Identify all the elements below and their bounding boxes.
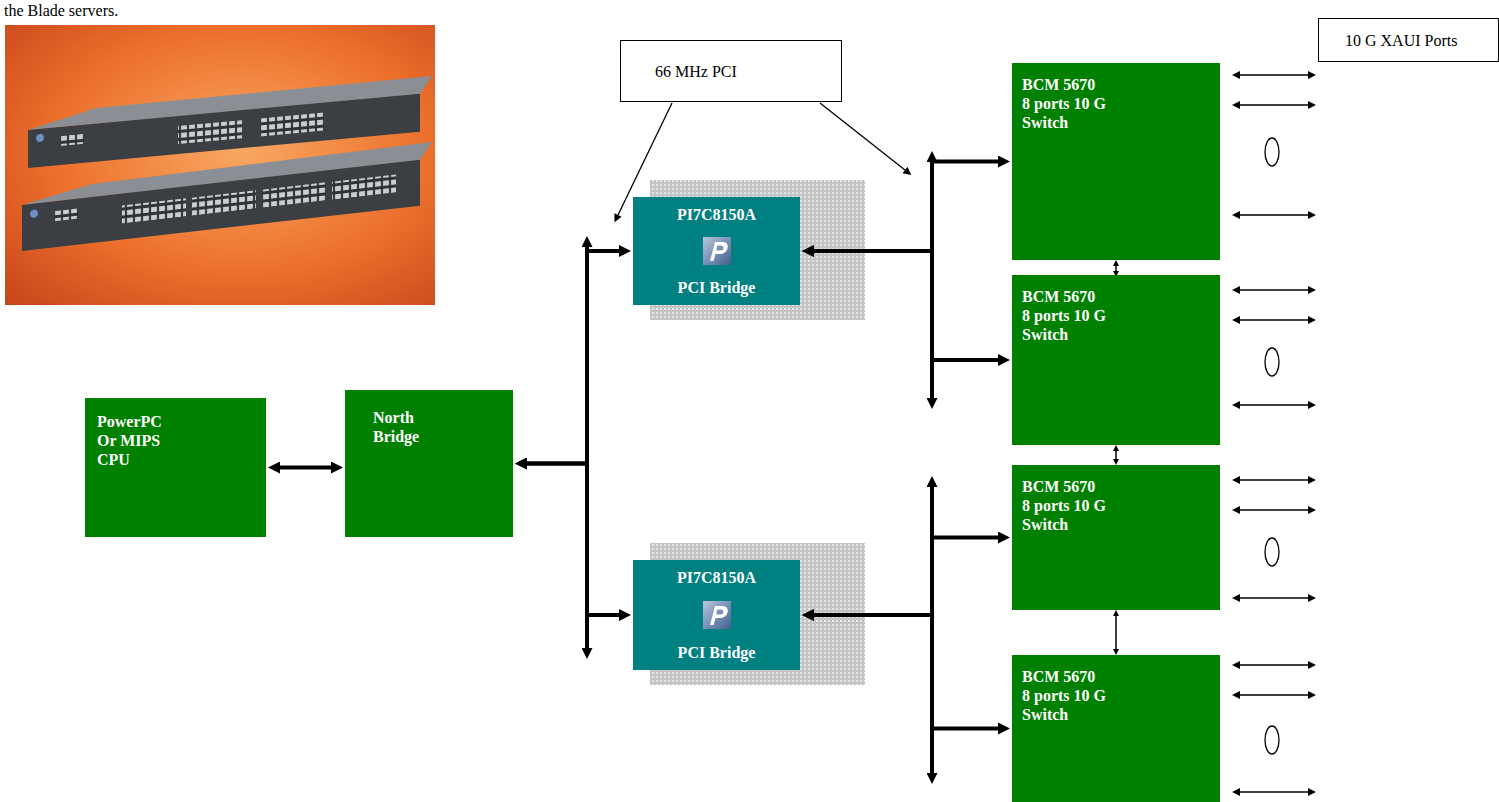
node-text: BCM 5670 8 ports 10 G Switch (1022, 287, 1106, 344)
port-callout-box: 10 G XAUI Ports (1318, 18, 1499, 62)
text-line: Switch (1022, 113, 1106, 132)
port-arrow (1240, 694, 1308, 695)
text-line: Switch (1022, 705, 1106, 724)
text-line: CPU (97, 450, 162, 469)
node-text: 10 G XAUI Ports (1345, 31, 1457, 50)
text-line: 8 ports 10 G (1022, 686, 1106, 705)
xaui-port-arrows (1240, 75, 1308, 792)
switch-unit-panel (28, 94, 420, 168)
pci-bridge-box: PI7C8150A PCI Bridge (633, 560, 800, 670)
node-text: BCM 5670 8 ports 10 G Switch (1022, 477, 1106, 534)
node-text: PCI Bridge (678, 643, 756, 662)
product-photo (5, 25, 435, 305)
switch-port-block (178, 120, 242, 144)
switch-port-block (60, 134, 84, 146)
switch-port-block (54, 209, 78, 222)
pci-link (527, 251, 619, 464)
node-text: BCM 5670 8 ports 10 G Switch (1022, 75, 1106, 132)
pericom-logo (702, 236, 732, 266)
text-line: 8 ports 10 G (1022, 496, 1106, 515)
text-line: BCM 5670 (1022, 75, 1106, 94)
switch-port-block (332, 174, 396, 199)
node-text: North Bridge (373, 408, 419, 446)
logo-glyph (710, 242, 728, 261)
port-arrow (1240, 509, 1308, 510)
ellipsis-oval (1265, 726, 1279, 754)
logo-tile (703, 601, 731, 629)
text-line: Bridge (373, 427, 419, 446)
bus-callout-box: 66 MHz PCI (620, 40, 842, 102)
pci-bridge-box: PI7C8150A PCI Bridge (633, 197, 800, 305)
ellipsis-oval (1265, 348, 1279, 376)
text-line: North (373, 408, 419, 427)
port-arrow (1240, 289, 1308, 290)
switch-port-block (122, 198, 186, 223)
text-line: BCM 5670 (1022, 477, 1106, 496)
pci-link (280, 466, 331, 470)
port-arrow (1240, 404, 1308, 405)
switch-unit-badge (36, 134, 44, 143)
text-line: 8 ports 10 G (1022, 94, 1106, 113)
cascade-link (1115, 266, 1117, 271)
port-arrow (1240, 74, 1308, 75)
pci-link (814, 162, 998, 252)
pci-link (814, 615, 998, 729)
switch-unit-front (22, 160, 420, 251)
node-text: PowerPC Or MIPS CPU (97, 412, 162, 469)
text-line: 8 ports 10 G (1022, 306, 1106, 325)
text-line: BCM 5670 (1022, 667, 1106, 686)
port-arrow (1240, 104, 1308, 105)
logo-tile (703, 237, 731, 265)
text-line: Switch (1022, 515, 1106, 534)
port-arrow (1240, 597, 1308, 598)
switch-unit-panel (22, 160, 420, 251)
port-arrow (1240, 214, 1308, 215)
caption-fragment: the Blade servers. (4, 1, 118, 20)
pci-link (527, 464, 619, 616)
cascade-link (1115, 616, 1117, 649)
cpu-box: PowerPC Or MIPS CPU (85, 398, 266, 537)
pci-link (814, 251, 998, 360)
node-text: PI7C8150A (677, 205, 756, 224)
switch-port-block (262, 182, 326, 207)
text-line: BCM 5670 (1022, 287, 1106, 306)
leader-line (820, 103, 905, 170)
logo-glyph (710, 606, 728, 625)
switch-unit-front (28, 94, 420, 168)
switch-box: BCM 5670 8 ports 10 G Switch (1012, 465, 1220, 610)
switch-box: BCM 5670 8 ports 10 G Switch (1012, 63, 1220, 260)
pci-link (814, 538, 998, 616)
node-text: PI7C8150A (677, 568, 756, 587)
north-bridge-box: North Bridge (345, 390, 513, 537)
ellipsis-oval (1265, 138, 1279, 166)
switch-box: BCM 5670 8 ports 10 G Switch (1012, 655, 1220, 802)
port-arrow (1240, 479, 1308, 480)
ellipsis-oval (1265, 538, 1279, 566)
photo-background (5, 25, 435, 305)
node-text: 66 MHz PCI (655, 62, 737, 81)
text-line: Or MIPS (97, 431, 162, 450)
text-line: Switch (1022, 325, 1106, 344)
node-text: PCI Bridge (678, 278, 756, 297)
cascade-link (1115, 451, 1117, 459)
switch-port-block (192, 190, 256, 215)
pci-buses (587, 162, 932, 773)
switch-box: BCM 5670 8 ports 10 G Switch (1012, 275, 1220, 445)
switch-port-block (260, 113, 324, 137)
node-text: BCM 5670 8 ports 10 G Switch (1022, 667, 1106, 724)
port-arrow (1240, 791, 1308, 792)
text-line: PowerPC (97, 412, 162, 431)
switch-unit-badge (30, 209, 38, 218)
port-arrow (1240, 319, 1308, 320)
port-arrow (1240, 664, 1308, 665)
pericom-logo (702, 600, 732, 630)
